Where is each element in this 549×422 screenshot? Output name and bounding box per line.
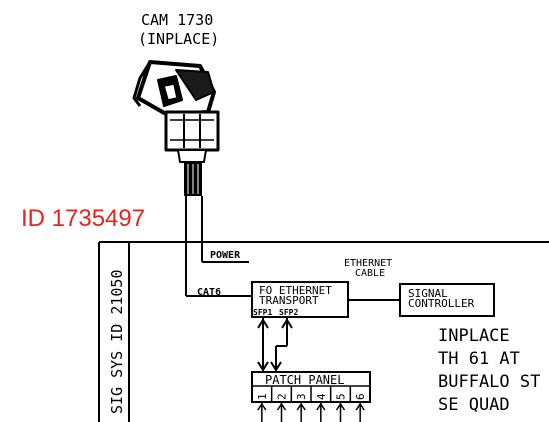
location-line1: INPLACE <box>438 326 510 346</box>
ethernet-cable-label-line1: ETHERNET <box>344 258 392 269</box>
sfp2-label: SFP2 <box>279 308 298 317</box>
patch-port-number: 4 <box>315 393 328 400</box>
power-label: POWER <box>210 250 241 261</box>
signal-system-id-label: SIG SYS ID 21050 <box>108 270 126 415</box>
ethernet-cable-label-line2: CABLE <box>355 268 385 279</box>
fo-box-line2: TRANSPORT <box>259 294 319 307</box>
camera-cables <box>185 196 252 297</box>
cabinet-outline <box>98 241 549 422</box>
camera-title-line1: CAM 1730 <box>141 11 213 29</box>
sfp1-label: SFP1 <box>253 308 272 317</box>
patch-port-arrow-icon <box>296 402 306 422</box>
location-line2: TH 61 AT <box>438 349 520 369</box>
patch-port-number: 5 <box>335 393 348 400</box>
fo-box-line1: FO ETHERNET <box>259 284 332 297</box>
camera-title-line2: (INPLACE) <box>138 30 219 48</box>
patch-port-number: 6 <box>354 393 367 400</box>
patch-port-arrow-icon <box>335 402 346 422</box>
location-line4: SE QUAD <box>438 395 510 415</box>
patch-port-number: 1 <box>256 393 269 400</box>
location-line3: BUFFALO ST <box>438 372 540 392</box>
signal-controller-line1: SIGNAL <box>408 287 448 300</box>
cat6-label: CAT6 <box>197 287 221 298</box>
patch-port-arrow-icon <box>257 402 267 422</box>
fo-ethernet-transport-box: FO ETHERNET TRANSPORT SFP1 SFP2 <box>251 281 349 318</box>
sfp-fiber-links <box>257 318 293 372</box>
ptz-camera-icon <box>132 60 220 196</box>
signal-controller-line2: CONTROLLER <box>408 297 475 310</box>
id-label: ID 1735497 <box>21 205 145 232</box>
signal-controller-box: SIGNAL CONTROLLER <box>399 283 495 317</box>
patch-port-number: 2 <box>276 393 289 400</box>
patch-port-arrow-icon <box>355 402 365 422</box>
patch-port-arrow-icon <box>316 402 326 422</box>
patch-port-number: 3 <box>295 393 308 400</box>
patch-panel-label: PATCH PANEL <box>265 373 344 387</box>
patch-port-arrow-icon <box>276 402 287 422</box>
